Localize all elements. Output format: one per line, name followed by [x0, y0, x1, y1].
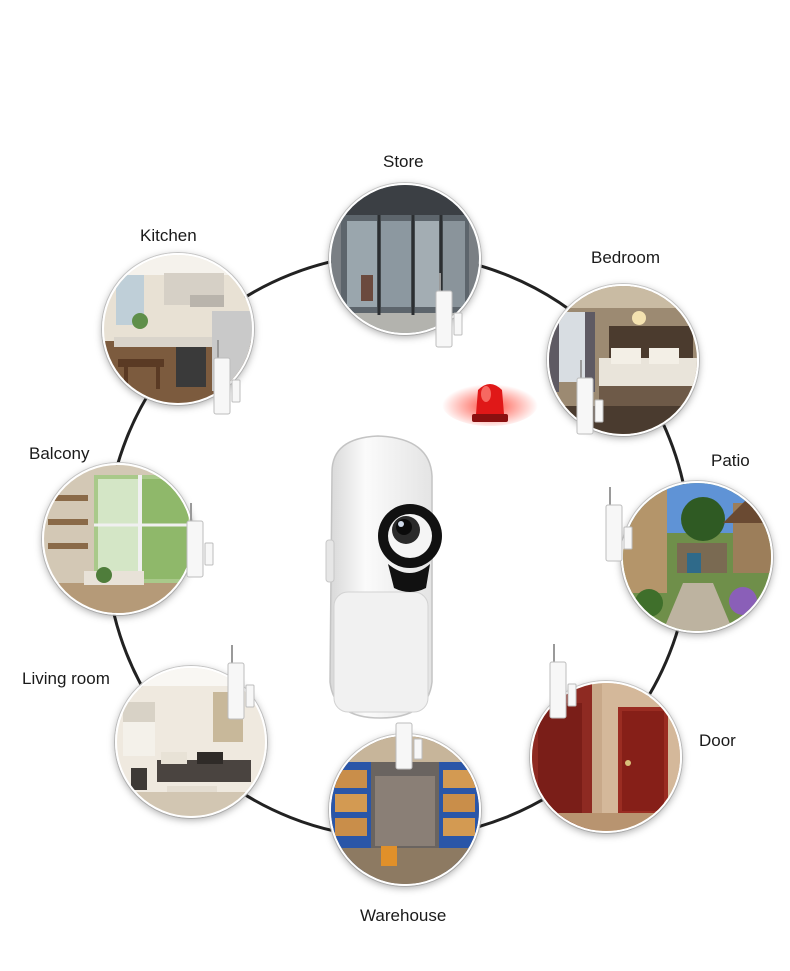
door-window-sensor-icon	[186, 503, 214, 578]
pir-camera-device-icon	[325, 435, 442, 719]
door-window-sensor-icon	[435, 273, 463, 348]
door-window-sensor-icon	[549, 644, 577, 719]
label-kitchen: Kitchen	[140, 226, 197, 245]
door-window-sensor-icon	[395, 722, 423, 770]
label-store: Store	[383, 152, 424, 171]
balcony-scene	[42, 463, 194, 615]
store-scene	[329, 183, 481, 335]
door-window-sensor-icon	[213, 340, 241, 415]
label-balcony: Balcony	[29, 444, 90, 463]
door-window-sensor-icon	[576, 360, 604, 435]
label-door: Door	[699, 731, 736, 750]
bedroom-scene	[547, 284, 699, 436]
patio-scene	[621, 481, 773, 633]
door-window-sensor-icon	[227, 645, 255, 720]
label-warehouse: Warehouse	[360, 906, 447, 925]
red-siren-icon	[442, 382, 538, 426]
label-patio: Patio	[711, 451, 750, 470]
label-living-room: Living room	[22, 669, 110, 688]
label-bedroom: Bedroom	[591, 248, 660, 267]
door-window-sensor-icon	[605, 487, 633, 562]
